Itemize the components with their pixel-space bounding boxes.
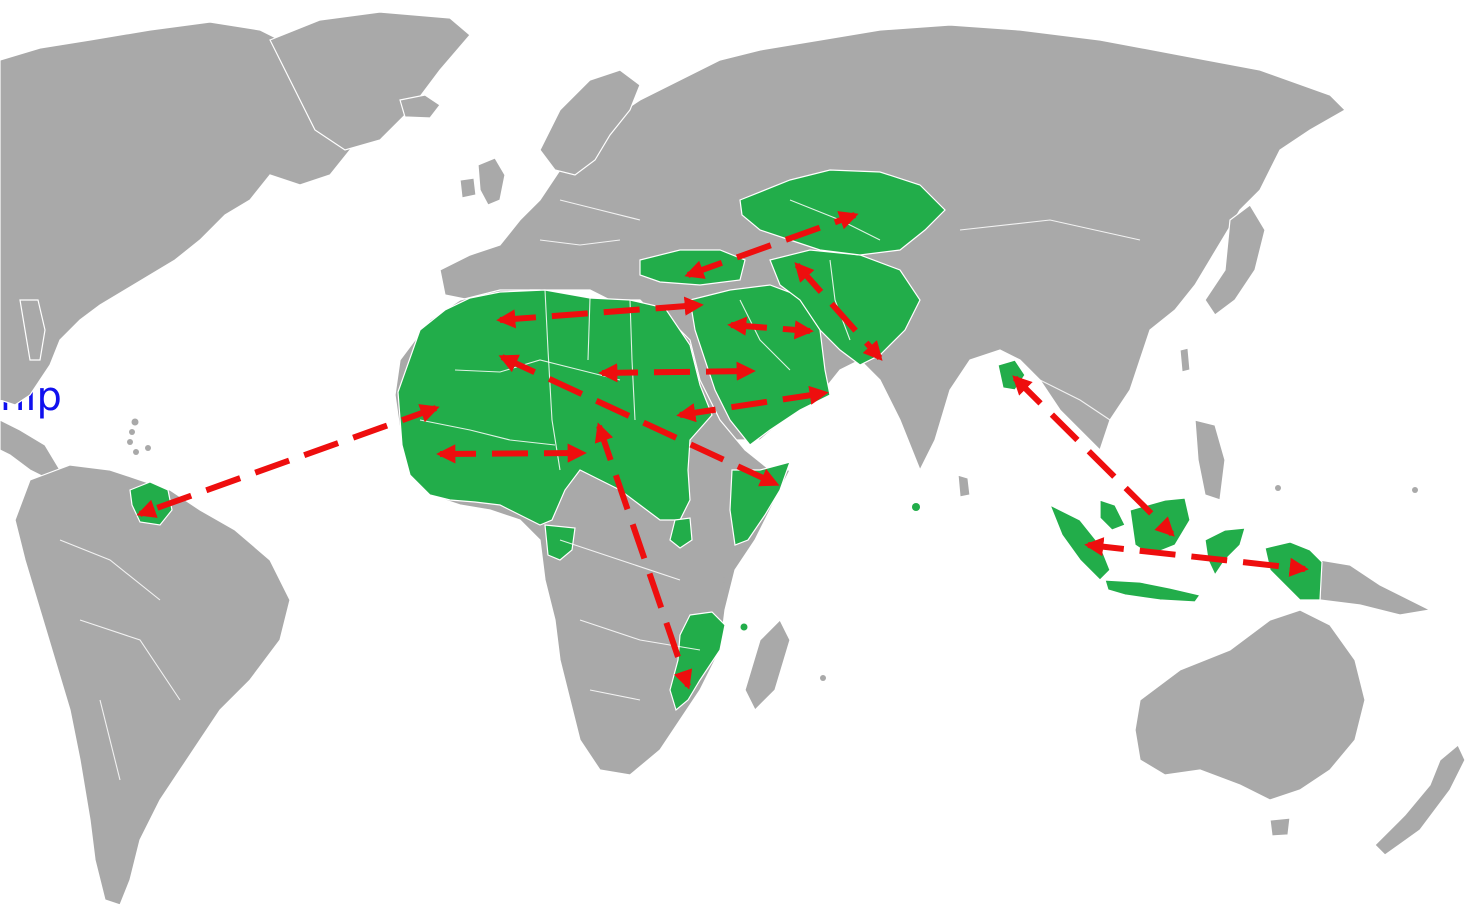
arrow-west-africa-suriname bbox=[136, 404, 440, 518]
region-sulawesi bbox=[1204, 527, 1246, 577]
japan bbox=[1204, 204, 1266, 316]
arrow-chad-mozambique bbox=[594, 422, 693, 690]
arrow-bangladesh-borneo bbox=[1012, 375, 1175, 537]
tasmania bbox=[1269, 817, 1291, 837]
region-central-africa bbox=[544, 524, 576, 561]
region-malaysia bbox=[1099, 499, 1126, 531]
region-papua-indonesia bbox=[1264, 541, 1323, 601]
arrow-sumatra-papua bbox=[1084, 537, 1309, 577]
madagascar bbox=[744, 618, 791, 712]
region-java bbox=[1104, 579, 1202, 603]
ireland bbox=[459, 177, 477, 199]
region-north-africa bbox=[397, 289, 713, 526]
region-borneo bbox=[1129, 497, 1191, 556]
papua-new-guinea bbox=[1319, 559, 1432, 616]
arrow-west-africa-chad bbox=[436, 443, 587, 464]
philippines bbox=[1194, 419, 1226, 501]
new-zealand bbox=[1374, 744, 1465, 856]
arrow-maghreb-turkey bbox=[496, 296, 704, 329]
central-america bbox=[0, 419, 61, 481]
arrow-caspian-pakistan bbox=[794, 262, 883, 361]
florida bbox=[19, 299, 46, 361]
arrow-sudan-oman bbox=[676, 385, 829, 423]
arrow-libya-arabia bbox=[598, 361, 756, 383]
taiwan bbox=[1179, 347, 1191, 373]
arrows bbox=[136, 211, 1309, 690]
south-america bbox=[14, 464, 291, 906]
scandinavia bbox=[539, 69, 641, 176]
iceland bbox=[399, 94, 441, 119]
arrow-turkey-central-asia bbox=[684, 211, 859, 279]
australia bbox=[1134, 609, 1366, 801]
arrow-iraq-iran bbox=[727, 316, 814, 340]
british-isles bbox=[477, 157, 506, 206]
sri-lanka bbox=[957, 474, 971, 498]
